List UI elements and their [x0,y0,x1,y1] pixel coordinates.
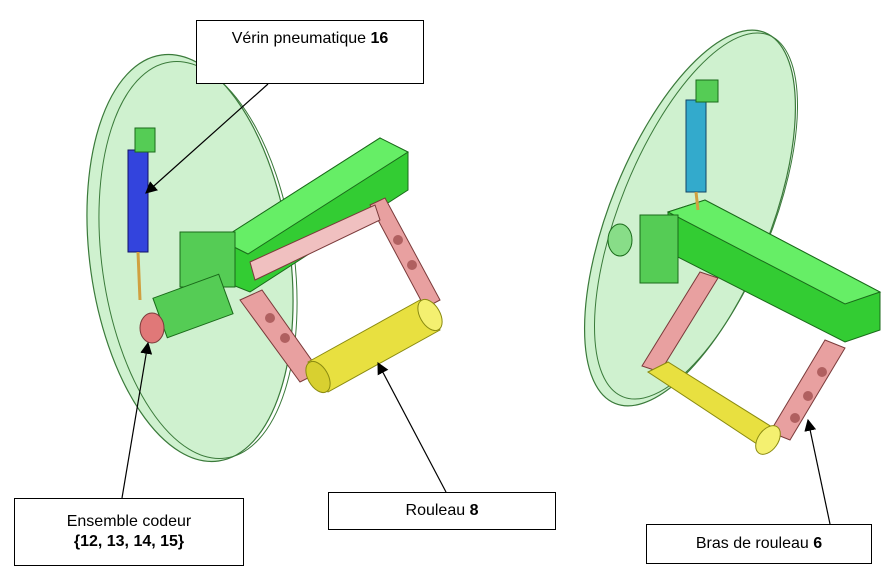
callout-bras-text: Bras de rouleau [695,535,814,552]
callout-rouleau: Rouleau 8 [328,492,556,530]
leader-bras [804,418,831,525]
right-beam-top [666,199,882,305]
encoder-icon [139,312,165,344]
right-arm-hole [817,367,827,377]
right-assembly [583,29,882,455]
left-arm-back [369,197,441,309]
right-cylinder-rod [694,191,700,211]
right-motor [607,223,633,257]
callout-codeur-line1: Ensemble codeur [66,513,192,530]
right-cylinder [685,99,707,193]
right-cylinder-cap [695,79,719,103]
right-arm-hole [803,391,813,401]
left-assembly [86,53,443,463]
left-cylinder [127,149,149,253]
leader-verin [145,83,269,194]
leader-rouleau [377,361,447,493]
left-roller-end [417,298,443,332]
callout-rouleau-text: Rouleau [405,502,470,519]
left-cylinder-rod [136,251,142,301]
callout-verin-text: Vérin pneumatique [231,30,371,47]
callout-verin-number: 16 [370,30,389,47]
callout-rouleau-number: 8 [469,502,479,519]
left-arm-hole [280,333,290,343]
left-beam-top [218,137,410,255]
left-arm-hole [407,260,417,270]
left-arm-hole [265,313,275,323]
left-cylinder-cap [134,127,156,153]
callout-bras-de-rouleau: Bras de rouleau 6 [646,524,872,564]
right-arm-front [769,339,846,441]
right-bracket [639,214,679,284]
callout-codeur-line2: {12, 13, 14, 15} [73,533,185,550]
left-rod [249,204,381,281]
right-roller-end [755,425,781,455]
callout-ensemble-codeur: Ensemble codeur {12, 13, 14, 15} [14,498,244,566]
right-arm-hole [790,413,800,423]
leader-codeur [121,341,153,499]
left-arm-hole [393,235,403,245]
callout-bras-number: 6 [813,535,823,552]
left-roller-end [305,360,331,394]
callout-verin-pneumatique: Vérin pneumatique 16 [196,20,424,84]
